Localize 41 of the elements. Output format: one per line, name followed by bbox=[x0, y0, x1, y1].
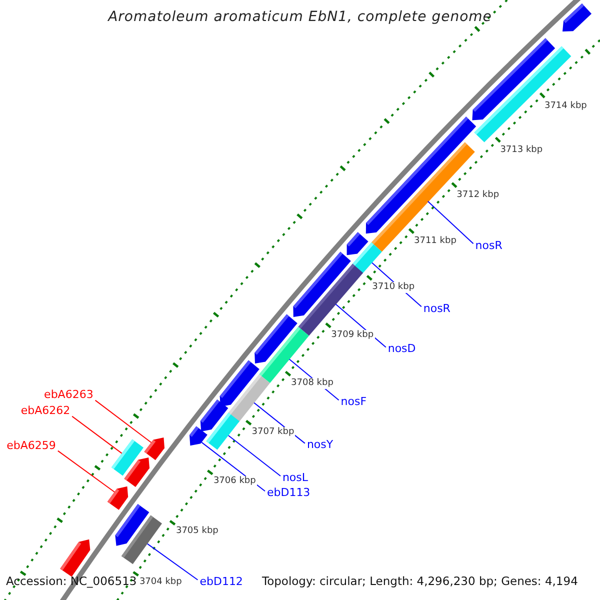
scale-label: 3706 kbp bbox=[212, 476, 257, 488]
gene-label: nosR bbox=[423, 302, 450, 314]
gene-block bbox=[190, 426, 208, 446]
scale-label: 3704 kbp bbox=[138, 577, 183, 588]
scale-label: 3707 kbp bbox=[250, 426, 296, 438]
map-title: Aromatoleum aromaticum EbN1, complete genome bbox=[106, 10, 493, 24]
topology-text: Topology: circular; Length: 4,296,230 bp; Genes: 4,194 bbox=[262, 576, 578, 588]
gene-label: ebD112 bbox=[200, 576, 243, 587]
scale-label: 3712 kbp bbox=[456, 190, 500, 201]
leader-line bbox=[57, 450, 115, 492]
scale-label: 3709 kbp bbox=[330, 330, 375, 341]
gene-bar bbox=[227, 374, 270, 423]
gene-label: ebA6262 bbox=[20, 405, 70, 416]
leader-line bbox=[72, 416, 122, 454]
scale-label: 3711 kbp bbox=[413, 236, 458, 247]
gene-block bbox=[60, 539, 90, 577]
gene-label: ebD113 bbox=[266, 487, 310, 498]
gene-bar bbox=[121, 515, 162, 564]
gene-block bbox=[144, 438, 164, 460]
scale-label: 3710 kbp bbox=[371, 282, 416, 294]
gene-block bbox=[562, 4, 592, 32]
leader-line bbox=[94, 400, 152, 443]
gene-label: ebA6259 bbox=[6, 440, 56, 451]
gene-label: nosR bbox=[475, 240, 502, 251]
scale-label: 3714 kbp bbox=[543, 100, 588, 112]
leader-line bbox=[146, 543, 198, 580]
gene-label: nosY bbox=[306, 439, 334, 450]
gene-bar bbox=[206, 412, 240, 450]
leader-line bbox=[228, 435, 281, 476]
scale-label: 3705 kbp bbox=[174, 526, 220, 538]
gene-block bbox=[346, 232, 368, 256]
scale-label: 3713 kbp bbox=[499, 144, 544, 156]
gene-label: ebA6263 bbox=[44, 389, 94, 400]
gene-label: nosL bbox=[282, 472, 308, 483]
leader-line bbox=[427, 200, 474, 244]
accession-text: Accession: NC_006513 bbox=[6, 576, 137, 588]
scale-label: 3708 kbp bbox=[290, 378, 334, 389]
gene-block bbox=[107, 486, 128, 510]
gene-label: nosF bbox=[340, 396, 367, 408]
gene-label: nosD bbox=[388, 343, 416, 354]
gene-block bbox=[124, 458, 150, 487]
